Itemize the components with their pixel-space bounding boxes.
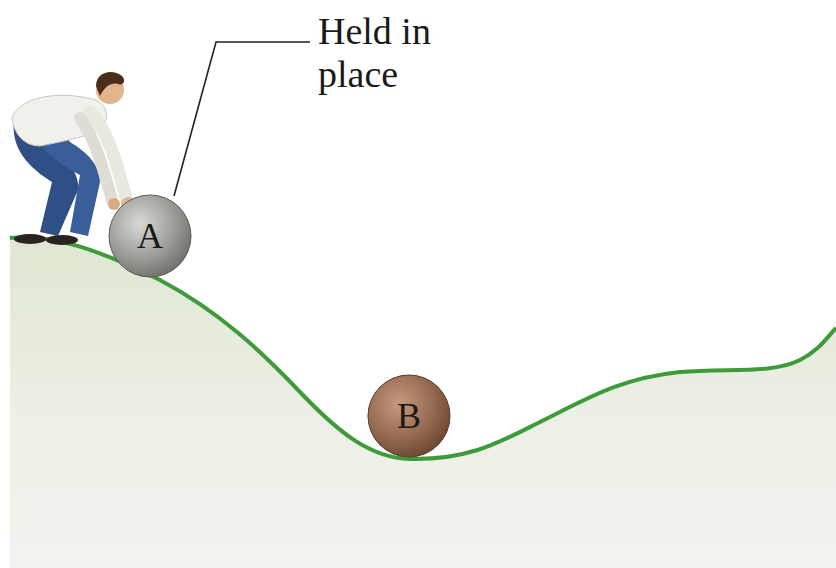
ball: A [108, 194, 192, 278]
ball-letter: B [397, 398, 421, 434]
ball: B [367, 374, 451, 458]
ball-shape [368, 375, 450, 457]
ball-letter: A [137, 218, 163, 254]
ball-shape [109, 195, 191, 277]
callout-label: Held in place [318, 10, 508, 95]
leader-line [174, 42, 310, 196]
ground [10, 237, 836, 568]
